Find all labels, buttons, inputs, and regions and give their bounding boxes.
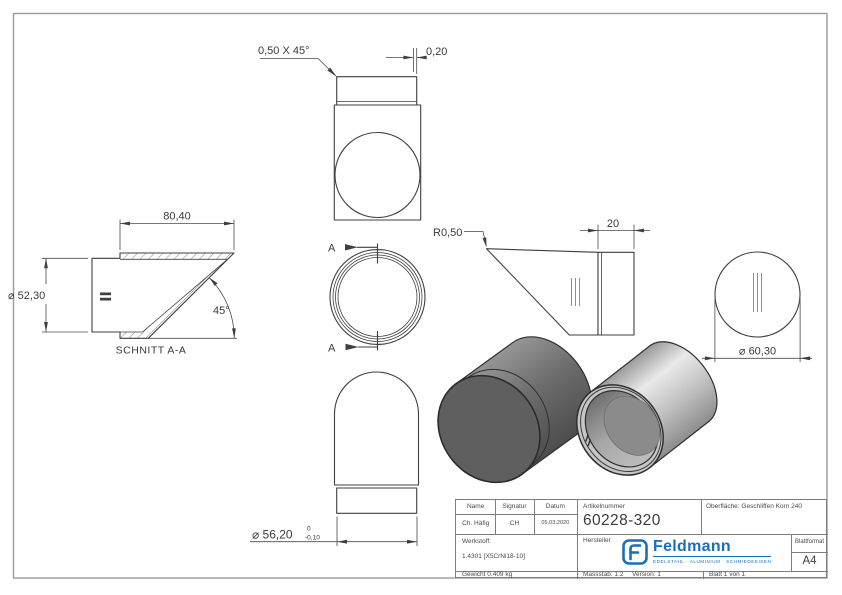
dim-length: 80,40 bbox=[163, 211, 191, 223]
name-value: Ch. Häfig bbox=[462, 519, 490, 527]
logo-wordmark: Feldmann bbox=[653, 537, 731, 555]
iso-view-light bbox=[576, 341, 718, 476]
title-block: Name Signatur Datum Ch. Häfig CH 05.03.2… bbox=[455, 498, 828, 579]
dim-diameter-56: ⌀ 56,20 bbox=[252, 528, 293, 542]
divider bbox=[791, 552, 828, 553]
name-label: Name bbox=[466, 502, 485, 510]
dim-diameter-60: ⌀ 60,30 bbox=[739, 346, 776, 358]
divider bbox=[456, 570, 828, 572]
tolerance-lower: -0,10 bbox=[305, 535, 320, 542]
oberflaeche-note: Oberfläche: Geschliffen Korn 240 bbox=[706, 502, 802, 510]
gewicht-value: Gewicht 0.409 kg bbox=[462, 571, 513, 578]
logo-rule bbox=[653, 556, 772, 558]
section-marker-bottom: A bbox=[328, 343, 336, 355]
feldmann-f-icon bbox=[622, 538, 648, 565]
dim-radius: R0,50 bbox=[433, 227, 462, 239]
section-caption: SCHNITT A-A bbox=[116, 345, 187, 357]
werkstoff-label: Werkstoff: bbox=[462, 537, 492, 545]
section-arrow-bottom bbox=[345, 343, 359, 351]
artikelnummer-value: 60228-320 bbox=[583, 511, 661, 529]
top-projection-view: 0,50 X 45° 0,20 bbox=[258, 45, 447, 221]
divider bbox=[577, 499, 578, 579]
hersteller-label: Hersteller bbox=[583, 537, 611, 544]
dim-angle: 45° bbox=[213, 305, 230, 317]
iso-view-dark bbox=[437, 336, 593, 484]
section-arrow-top bbox=[345, 244, 358, 251]
massstab-value: Massstab: 1:2 bbox=[583, 571, 624, 578]
section-marker-top: A bbox=[328, 243, 336, 255]
dim-diameter-52: ⌀ 52,30 bbox=[8, 290, 45, 302]
datum-value: 05.03.2020 bbox=[541, 520, 570, 526]
logo-text-column: Feldmann EDELSTAHL · ALUMINIUM · SCHMIED… bbox=[653, 537, 772, 564]
signatur-label: Signatur bbox=[502, 502, 527, 510]
divider bbox=[495, 499, 497, 534]
logo-tagline: EDELSTAHL · ALUMINIUM · SCHMIEDEEISEN bbox=[653, 558, 772, 564]
blattformat-label: Blattformat bbox=[794, 538, 824, 545]
signatur-value: CH bbox=[509, 519, 520, 527]
divider bbox=[533, 499, 535, 534]
weld-equals-mark bbox=[100, 292, 111, 296]
blatt-value: Blatt 1 von 1 bbox=[709, 571, 746, 578]
section-view-schnitt-aa: 80,40 ⌀ 52,30 45° SCHNITT A-A bbox=[8, 211, 237, 357]
bottom-view: ⌀ 56,20 0 -0,10 bbox=[250, 371, 420, 546]
datum-label: Datum bbox=[545, 502, 565, 510]
dim-width-20: 20 bbox=[607, 218, 619, 230]
divider bbox=[456, 514, 577, 515]
end-view: ⌀ 60,30 bbox=[702, 251, 812, 362]
divider bbox=[703, 570, 704, 579]
dim-lip: 0,20 bbox=[426, 46, 447, 58]
divider bbox=[456, 534, 828, 535]
tolerance-upper: 0 bbox=[307, 526, 311, 533]
werkstoff-value: 1.4301 [X5CrNi18-10] bbox=[462, 552, 525, 560]
front-view: A A bbox=[328, 243, 426, 355]
divider bbox=[701, 499, 702, 534]
artikelnummer-label: Artikelnummer bbox=[583, 502, 625, 510]
version-value: Version: 1 bbox=[632, 571, 661, 578]
feldmann-logo: Feldmann EDELSTAHL · ALUMINIUM · SCHMIED… bbox=[622, 537, 772, 565]
dim-chamfer: 0,50 X 45° bbox=[258, 45, 310, 57]
blattformat-value: A4 bbox=[802, 554, 817, 567]
side-view: R0,50 20 bbox=[433, 218, 650, 336]
